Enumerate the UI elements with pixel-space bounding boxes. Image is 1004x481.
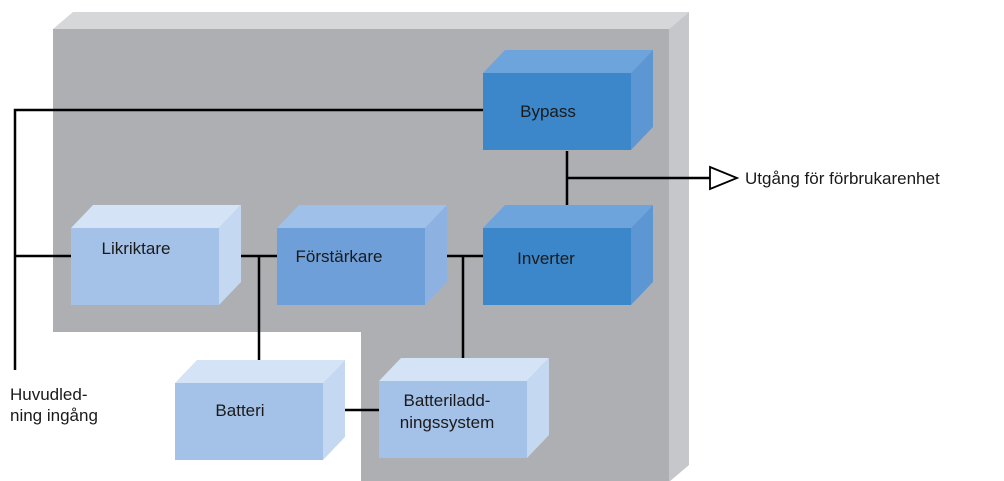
block-front (483, 73, 631, 150)
block-front (277, 228, 425, 305)
mains-to-bypass-line (13, 108, 483, 370)
battery-label: Batteri (215, 401, 264, 420)
block-inverter: Inverter (483, 205, 653, 305)
block-bypass: Bypass (483, 50, 653, 150)
output-label: Utgång för förbrukarenhet (745, 169, 940, 188)
block-front (379, 381, 527, 458)
block-top (483, 205, 653, 228)
block-rectifier: Likriktare (71, 205, 241, 305)
block-front (483, 228, 631, 305)
charger-label-line2: ningssystem (400, 413, 494, 432)
mains-input-label-line1: Huvudled- (10, 385, 88, 404)
inverter-label: Inverter (517, 249, 575, 268)
block-front (71, 228, 219, 305)
block-amplifier: Förstärkare (277, 205, 447, 305)
charger-label-line1: Batteriladd- (404, 391, 491, 410)
block-side (527, 358, 549, 458)
block-front (175, 383, 323, 460)
block-side (219, 205, 241, 305)
amplifier-label: Förstärkare (296, 247, 383, 266)
block-top (379, 358, 549, 381)
block-top (483, 50, 653, 73)
triangle-arrow-right-icon (709, 165, 740, 191)
bypass-label: Bypass (520, 102, 576, 121)
block-top (175, 360, 345, 383)
cabinet-side (669, 12, 689, 481)
rectifier-label: Likriktare (102, 239, 171, 258)
mains-input-label-line2: ning ingång (10, 406, 98, 425)
block-battery-charger: Batteriladd- ningssystem (379, 358, 549, 458)
block-side (425, 205, 447, 305)
block-battery: Batteri (175, 360, 345, 460)
block-side (631, 50, 653, 150)
block-top (71, 205, 241, 228)
cabinet-top (53, 12, 689, 29)
block-side (631, 205, 653, 305)
block-top (277, 205, 447, 228)
block-side (323, 360, 345, 460)
